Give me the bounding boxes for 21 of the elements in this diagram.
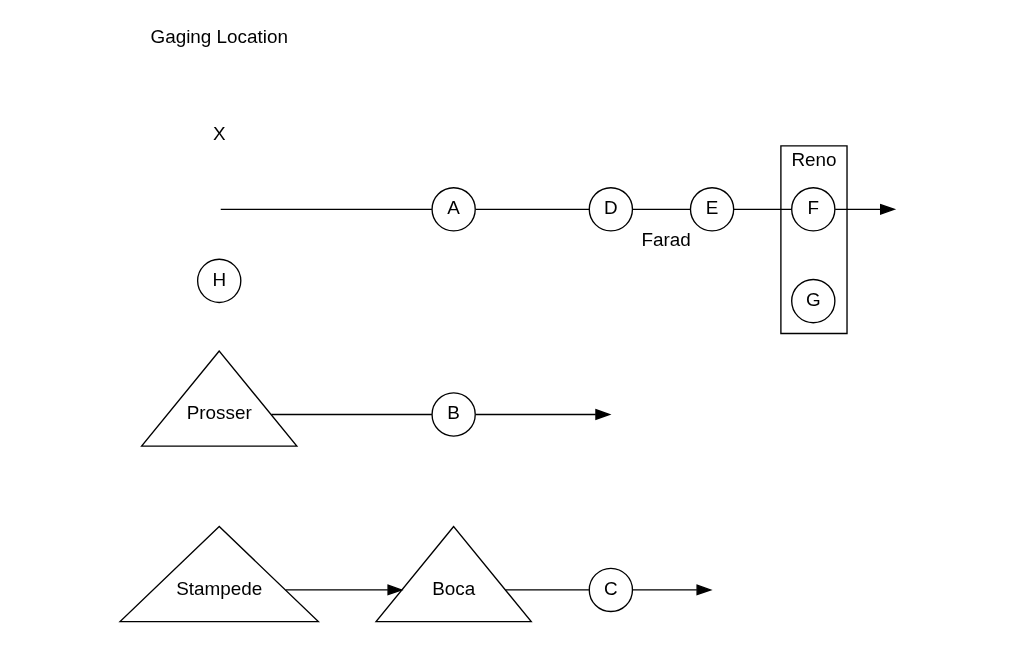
node-circle: F (791, 187, 836, 232)
node-circle: B (431, 392, 476, 437)
node-circle: C (588, 567, 634, 613)
connector (475, 208, 590, 211)
connector (220, 208, 433, 211)
node-label: Farad (641, 229, 691, 251)
node-circle: H (196, 258, 242, 304)
connector (631, 208, 692, 211)
node-circle: D (588, 187, 634, 232)
node-circle: A (431, 187, 476, 232)
label: X (212, 123, 226, 145)
connector (270, 413, 433, 416)
arrow (834, 203, 897, 216)
arrow (285, 584, 404, 596)
connector (504, 589, 590, 591)
legend-label: Gaging Location (150, 25, 288, 47)
connector (733, 208, 793, 211)
node-circle: G (791, 278, 836, 324)
arrow (475, 408, 612, 421)
node-circle: E (689, 187, 735, 232)
arrow (631, 584, 713, 596)
